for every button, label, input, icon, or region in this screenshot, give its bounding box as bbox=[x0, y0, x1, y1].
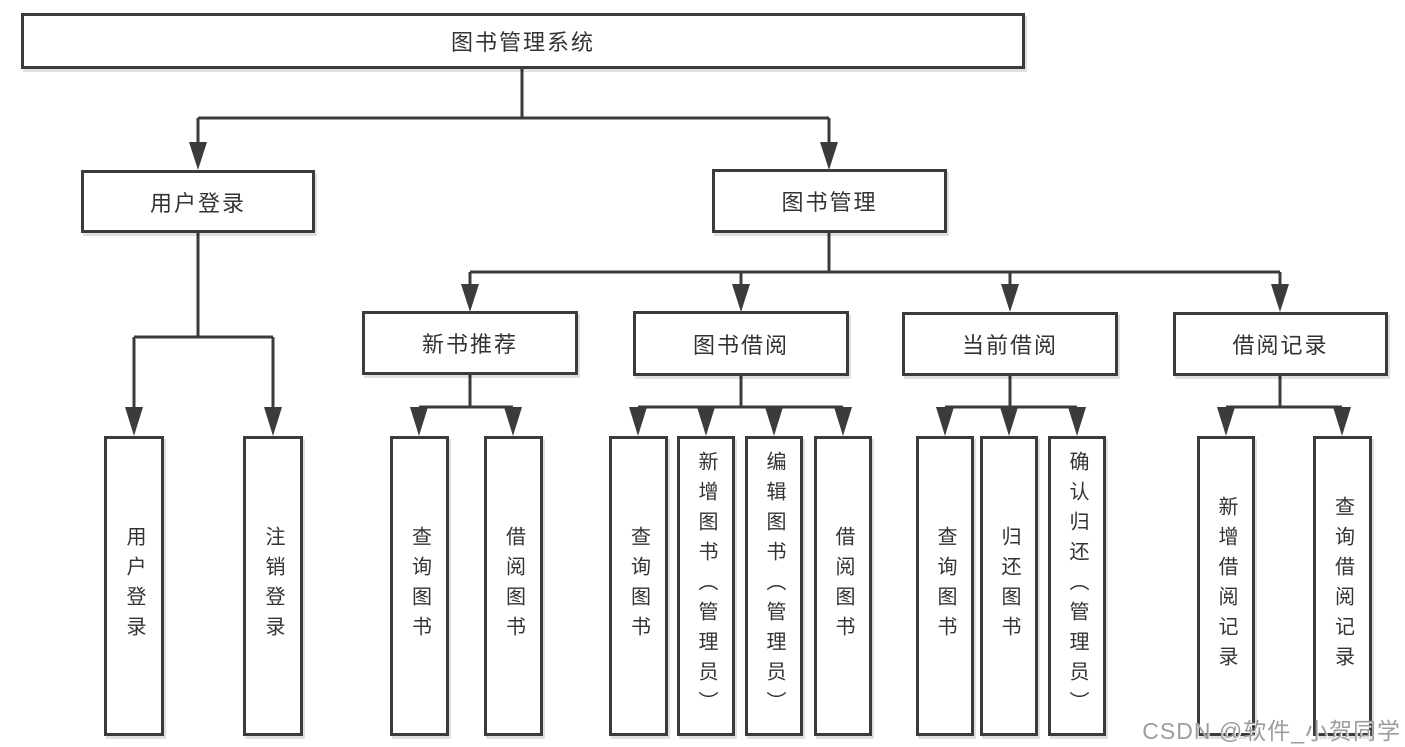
node-label: 归还图书 bbox=[998, 526, 1020, 646]
arrowhead bbox=[732, 284, 750, 312]
connector-book-borrow-children bbox=[638, 376, 843, 409]
leaf-query-books-recommend: 查询图书 bbox=[390, 436, 449, 736]
connector-new-book-recommend-children bbox=[419, 375, 513, 409]
node-label: 编辑图书（管理员） bbox=[763, 451, 785, 721]
connector-current-borrow-children bbox=[945, 376, 1077, 409]
node-label: 用户登录 bbox=[123, 526, 145, 646]
arrowhead bbox=[1333, 407, 1351, 436]
node-label: 注销登录 bbox=[262, 526, 284, 646]
arrowhead bbox=[1000, 407, 1018, 436]
node-label: 查询图书 bbox=[408, 526, 431, 646]
arrowhead bbox=[1068, 407, 1086, 436]
watermark: CSDN @软件_小贺同学 bbox=[1142, 718, 1401, 744]
node-book-management: 图书管理 bbox=[712, 169, 947, 233]
connector-user-login-children bbox=[132, 232, 275, 408]
node-label: 借阅图书 bbox=[502, 526, 525, 646]
arrowhead bbox=[1001, 284, 1019, 312]
connector-book-management-children bbox=[468, 233, 1282, 286]
leaf-add-borrow-record: 新增借阅记录 bbox=[1197, 436, 1255, 736]
node-label: 查询借阅记录 bbox=[1331, 496, 1354, 676]
leaf-query-books-current: 查询图书 bbox=[916, 436, 974, 736]
leaf-add-book-admin: 新增图书（管理员） bbox=[677, 436, 735, 736]
arrowhead bbox=[264, 407, 282, 436]
node-borrow-records: 借阅记录 bbox=[1173, 312, 1388, 376]
leaf-borrow-books: 借阅图书 bbox=[814, 436, 872, 736]
node-label: 用户登录 bbox=[149, 190, 246, 216]
connector-root-to-level2 bbox=[196, 69, 831, 144]
node-user-login: 用户登录 bbox=[81, 170, 315, 233]
leaf-borrow-books-recommend: 借阅图书 bbox=[484, 436, 543, 736]
arrowhead bbox=[629, 407, 647, 436]
arrowhead bbox=[834, 407, 852, 436]
leaf-query-books-borrow: 查询图书 bbox=[609, 436, 668, 736]
node-book-borrow: 图书借阅 bbox=[633, 311, 849, 376]
node-label: 图书借阅 bbox=[692, 332, 789, 358]
leaf-edit-book-admin: 编辑图书（管理员） bbox=[745, 436, 803, 736]
node-label: 借阅记录 bbox=[1232, 333, 1329, 358]
leaf-return-book: 归还图书 bbox=[980, 436, 1038, 736]
arrowhead bbox=[697, 407, 715, 436]
arrowhead bbox=[1271, 284, 1289, 312]
node-label: 查询图书 bbox=[934, 526, 956, 646]
connector-borrow-records-children bbox=[1226, 376, 1342, 409]
arrowhead bbox=[410, 407, 428, 436]
node-label: 借阅图书 bbox=[832, 526, 854, 646]
leaf-logout: 注销登录 bbox=[243, 436, 303, 736]
node-label: 新书推荐 bbox=[421, 332, 518, 357]
arrowhead bbox=[504, 407, 522, 436]
node-library-management-system: 图书管理系统 bbox=[21, 13, 1025, 69]
arrowhead bbox=[820, 142, 838, 170]
node-label: 查询图书 bbox=[627, 526, 650, 646]
node-label: 图书管理系统 bbox=[450, 30, 595, 55]
node-new-book-recommend: 新书推荐 bbox=[362, 311, 578, 375]
leaf-query-borrow-record: 查询借阅记录 bbox=[1313, 436, 1372, 736]
node-label: 确认归还（管理员） bbox=[1066, 451, 1088, 721]
leaf-confirm-return-admin: 确认归还（管理员） bbox=[1048, 436, 1106, 736]
node-label: 图书管理 bbox=[781, 190, 878, 215]
leaf-user-login: 用户登录 bbox=[104, 436, 164, 736]
arrowhead bbox=[765, 407, 783, 436]
arrowhead bbox=[1217, 407, 1235, 436]
arrowhead bbox=[189, 142, 207, 170]
arrowhead bbox=[125, 407, 143, 436]
node-current-borrow: 当前借阅 bbox=[902, 312, 1118, 376]
node-label: 新增借阅记录 bbox=[1215, 496, 1237, 676]
arrowhead bbox=[461, 284, 479, 312]
node-label: 新增图书（管理员） bbox=[695, 451, 717, 721]
arrowhead bbox=[936, 407, 954, 436]
node-label: 当前借阅 bbox=[961, 333, 1058, 358]
